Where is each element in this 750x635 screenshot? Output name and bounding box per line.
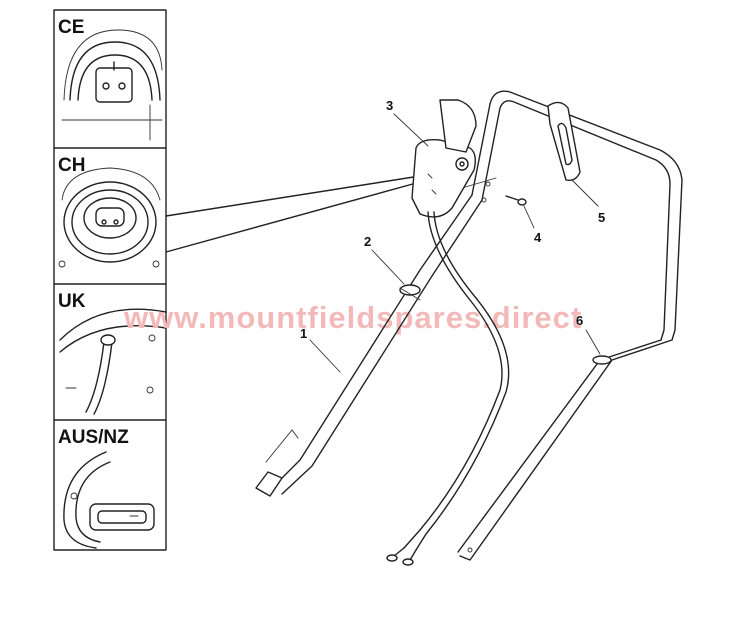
plug-inset-strip: CE CH UK xyxy=(53,9,167,551)
panel-label-ch: CH xyxy=(58,155,85,176)
callout-5: 5 xyxy=(598,210,605,225)
switch-box xyxy=(411,99,477,218)
watermark-text: www.mountfieldspares.direct xyxy=(123,300,582,335)
aus-nz-socket-icon xyxy=(89,503,155,531)
leader-line-lower xyxy=(165,181,421,253)
inset-panel-aus-nz: AUS/NZ xyxy=(58,427,155,549)
callout-2: 2 xyxy=(364,234,371,249)
cable-terminal-right xyxy=(402,558,414,566)
leader-2 xyxy=(371,249,405,285)
panel-label-ce: CE xyxy=(58,17,84,38)
right-handle-tube xyxy=(459,339,673,561)
left-handle-tube xyxy=(267,194,473,493)
screw-icon xyxy=(505,195,527,206)
panel-label-aus-nz: AUS/NZ xyxy=(58,427,129,448)
callout-3: 3 xyxy=(386,98,393,113)
leader-5 xyxy=(571,179,599,207)
callout-6: 6 xyxy=(576,313,583,328)
cable-hook xyxy=(547,101,581,182)
inset-panel-ce: CE xyxy=(58,17,163,141)
leader-1 xyxy=(309,339,341,373)
ce-socket-icon xyxy=(95,67,133,103)
inset-panel-uk: UK xyxy=(58,291,167,415)
callout-1: 1 xyxy=(300,326,307,341)
inset-panel-ch: CH xyxy=(58,155,161,268)
ch-socket-icon xyxy=(83,197,137,239)
uk-cable-line xyxy=(85,341,105,413)
power-cable xyxy=(403,211,503,549)
leader-line-upper xyxy=(165,175,421,217)
leader-6 xyxy=(585,329,601,355)
panel-label-uk: UK xyxy=(58,291,86,312)
cable-terminal-left xyxy=(386,554,398,562)
callout-4: 4 xyxy=(534,230,542,245)
leader-3 xyxy=(393,113,429,147)
leader-4 xyxy=(523,205,535,229)
switch-lever xyxy=(439,99,477,153)
cable-clip xyxy=(399,284,421,296)
handle-frame xyxy=(255,90,683,561)
